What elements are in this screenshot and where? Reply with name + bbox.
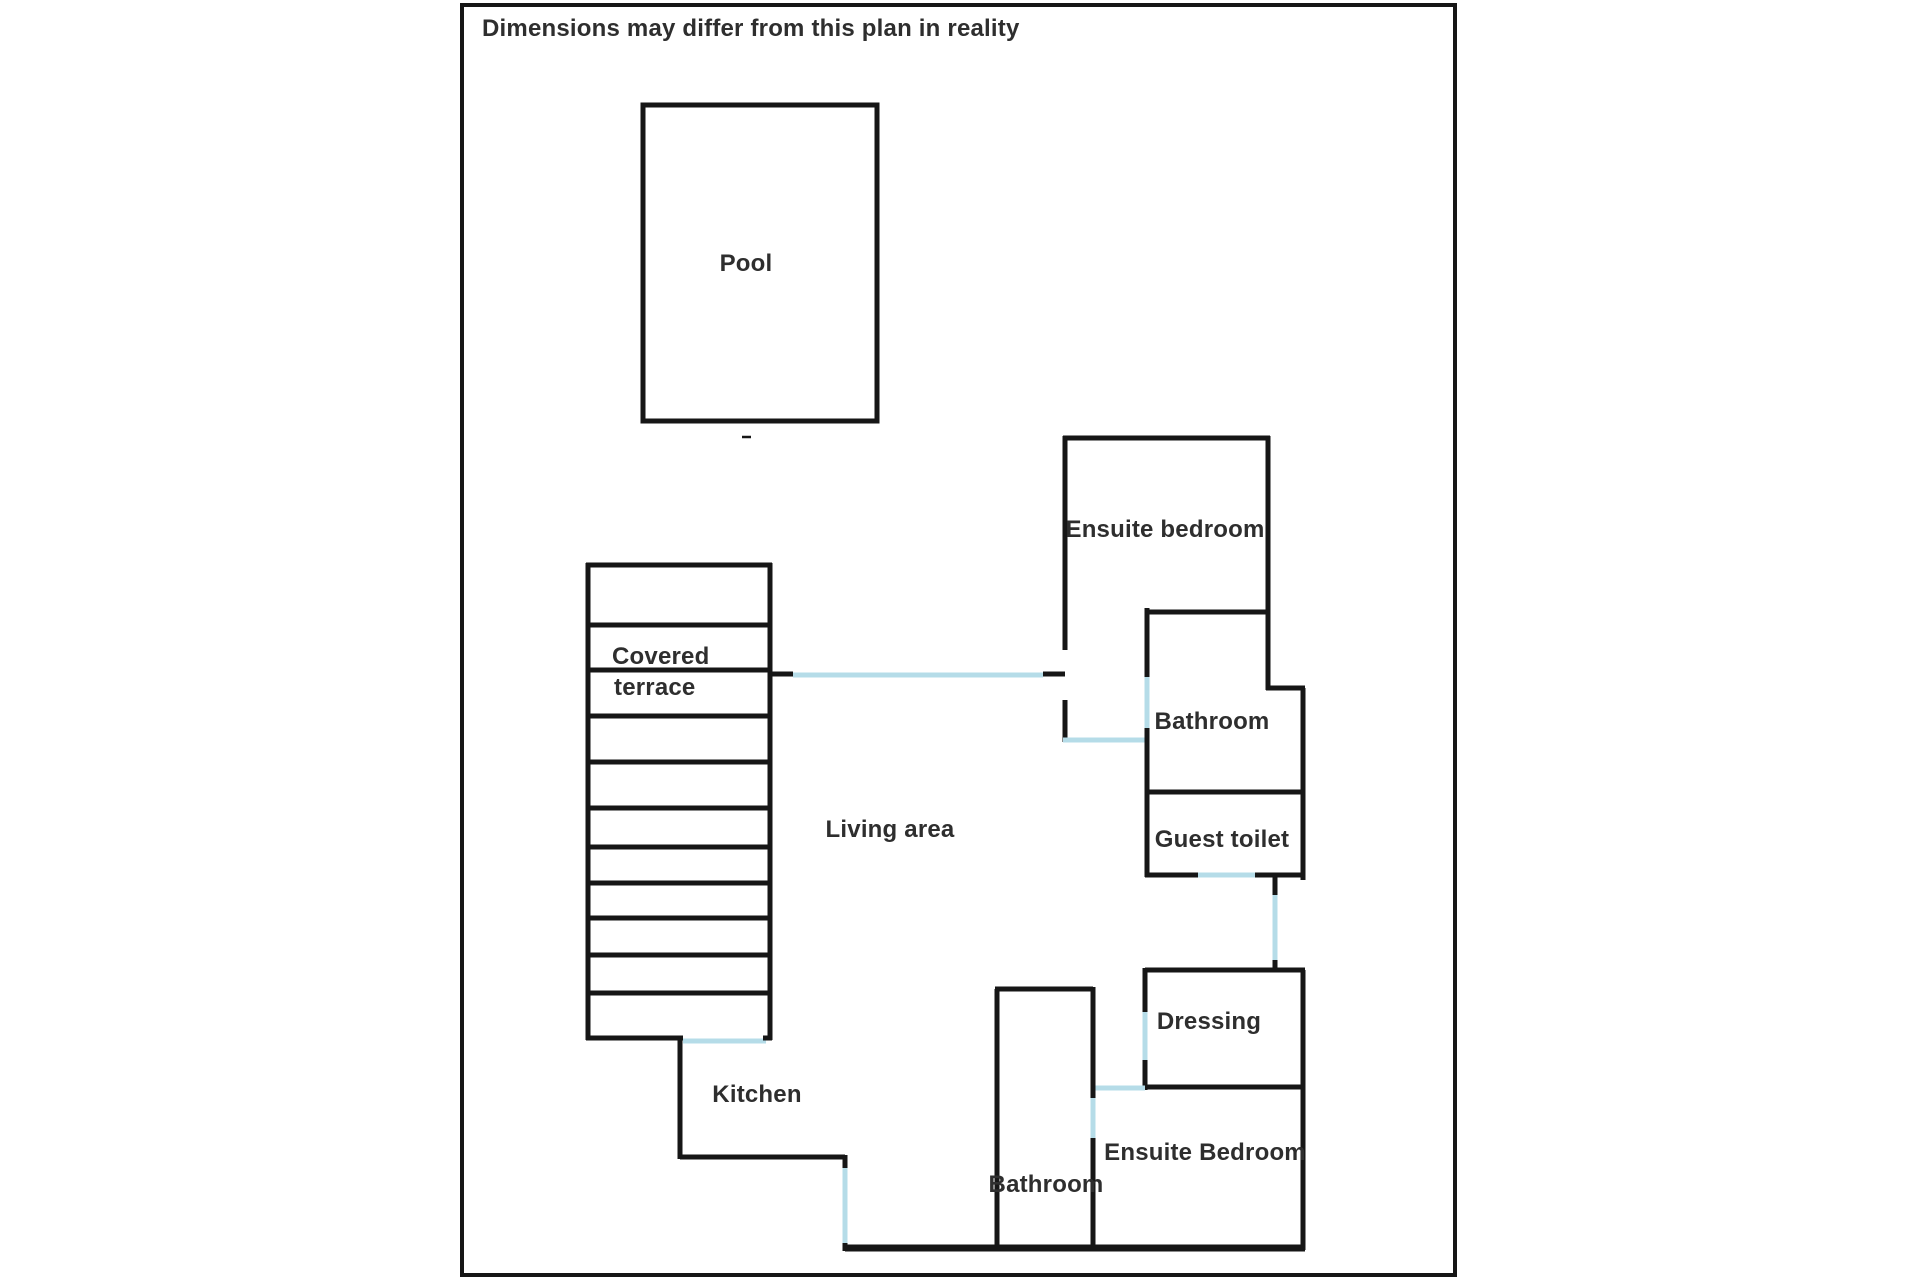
- covered-terrace-outline: [585, 562, 773, 1044]
- guest-toilet-label: Guest toilet: [1154, 826, 1290, 853]
- bathroom-top-label: Bathroom: [1154, 708, 1270, 735]
- plan-disclaimer-text: Dimensions may differ from this plan in …: [482, 15, 1020, 42]
- dressing-label: Dressing: [1156, 1008, 1262, 1035]
- ensuite-bedroom-top-walls: [1062, 435, 1306, 880]
- kitchen-label: Kitchen: [712, 1081, 802, 1108]
- bathroom-bottom-walls: [994, 986, 1096, 1250]
- covered-terrace-label-line1: Covered: [612, 643, 710, 670]
- living-area-label: Living area: [825, 816, 955, 843]
- bathroom-bottom-label: Bathroom: [988, 1171, 1104, 1198]
- ensuite-bedroom-top-label: Ensuite bedroom: [1065, 516, 1265, 543]
- kitchen-walls: [677, 1038, 848, 1251]
- ensuite-bedroom-bottom-label: Ensuite Bedroom: [1104, 1139, 1306, 1166]
- pool-label: Pool: [719, 250, 773, 277]
- living-area-opening: [770, 671, 1065, 678]
- pool-outline: [640, 102, 880, 439]
- bathroom-top-walls: [1144, 608, 1305, 795]
- plan-border: [460, 3, 1457, 1277]
- covered-terrace-label-line2: terrace: [614, 674, 696, 701]
- guest-toilet-walls: [1144, 792, 1305, 878]
- dressing-walls: [1093, 967, 1306, 1250]
